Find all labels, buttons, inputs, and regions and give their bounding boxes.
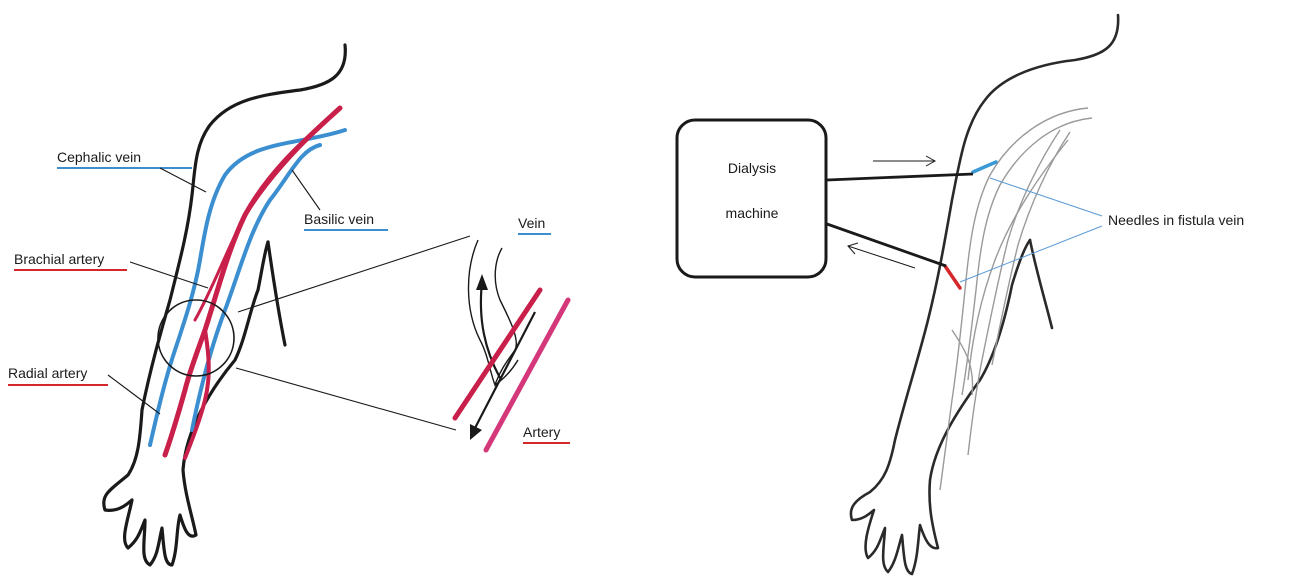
radial-artery-leader (107, 374, 161, 415)
needle-leader-top (989, 177, 1103, 217)
artery-label: Artery (523, 424, 560, 440)
return-tube (826, 172, 974, 182)
artery-flow-line (473, 311, 536, 431)
basilic-vein-leader (291, 169, 321, 211)
zoom-line-top (237, 235, 471, 313)
dialysis-machine-line2: machine (726, 205, 779, 221)
brachial-artery-label: Brachial artery (14, 251, 104, 267)
right-arm-elbow-outline (1028, 238, 1054, 330)
cephalic-vein-line (148, 128, 347, 447)
left-labels: Cephalic vein Basilic vein Brachial arte… (8, 149, 388, 415)
draw-tube (826, 222, 947, 268)
right-arm-dialysis (826, 13, 1120, 576)
vein-flow-arrow (479, 281, 501, 379)
left-arm-outline-elbow (266, 240, 287, 347)
basilic-vein-label: Basilic vein (304, 211, 374, 227)
vein-flow-arrowhead (476, 274, 488, 290)
right-arm-vessels (939, 107, 1093, 491)
zoom-line-bottom (235, 367, 457, 431)
elbow-detail-circle (157, 299, 235, 377)
needle-leader-bottom (959, 225, 1103, 283)
brachial-artery-leader (129, 261, 209, 289)
flow-arrow-in-head (925, 155, 937, 167)
right-arm-outline (849, 13, 1120, 576)
artery-line-right (483, 297, 571, 453)
arterial-needle (943, 264, 962, 290)
venous-needle (971, 160, 998, 174)
flow-arrow-out-head (847, 242, 859, 255)
cephalic-vein-leader (159, 167, 207, 193)
left-arm-anatomy (102, 43, 471, 567)
left-arm-outline-upper (102, 43, 347, 567)
vein-label: Vein (518, 215, 545, 231)
dialysis-machine-rect (675, 118, 828, 279)
brachial-artery-line (162, 105, 343, 458)
artery-branch-line (183, 328, 211, 460)
radial-artery-label: Radial artery (8, 365, 87, 381)
dialysis-machine-line1: Dialysis (728, 160, 776, 176)
dialysis-machine-box: Dialysis machine (675, 118, 828, 279)
artery-secondary-line (193, 116, 332, 322)
vein-tube-outline (467, 239, 517, 388)
flow-arrow-out-line (847, 245, 916, 269)
artery-line-left (452, 287, 543, 421)
cephalic-vein-label: Cephalic vein (57, 149, 141, 165)
cephalic-vein-branch (190, 143, 322, 432)
artery-flow-arrowhead (470, 424, 482, 440)
needles-label: Needles in fistula vein (1108, 212, 1244, 228)
fistula-detail: Vein Artery (452, 215, 571, 453)
